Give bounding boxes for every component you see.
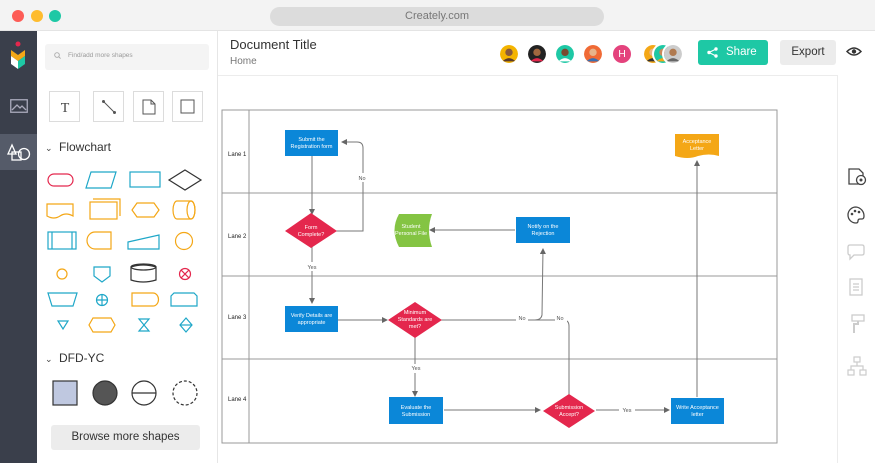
search-placeholder: Find/add more shapes — [68, 52, 133, 59]
svg-text:appropriate: appropriate — [298, 320, 326, 326]
node-minimum-standards[interactable]: Minimum Standards are met? — [388, 302, 442, 338]
dfd-shapes[interactable] — [52, 380, 198, 406]
comment-icon[interactable] — [846, 243, 866, 261]
node-student-personal-file[interactable]: Student Personal File — [394, 214, 433, 247]
edge-label-yes: Yes — [623, 408, 632, 414]
lane-2-label: Lane 2 — [228, 234, 247, 240]
close-window-button[interactable] — [12, 10, 24, 22]
document-title[interactable]: Document Title — [230, 37, 317, 52]
palette-icon[interactable] — [846, 205, 866, 225]
right-toolbar — [837, 75, 875, 463]
svg-text:Minimum: Minimum — [404, 310, 427, 316]
share-label: Share — [726, 46, 757, 58]
format-paint-icon[interactable] — [846, 313, 866, 335]
text-icon: T — [60, 101, 69, 114]
svg-text:Registration form: Registration form — [291, 144, 333, 150]
flowchart-section-header[interactable]: ⌄ Flowchart — [45, 140, 111, 154]
rectangle-tool[interactable] — [172, 91, 203, 122]
address-bar[interactable]: Creately.com — [270, 7, 604, 26]
collaborator-avatar[interactable] — [582, 43, 604, 65]
svg-text:Verify Details are: Verify Details are — [291, 313, 333, 319]
export-button[interactable]: Export — [780, 40, 836, 65]
eye-icon[interactable] — [846, 46, 862, 57]
chevron-down-icon: ⌄ — [45, 354, 53, 364]
svg-text:Standards are: Standards are — [398, 317, 433, 323]
svg-text:Submission: Submission — [555, 405, 583, 411]
lane-1-label: Lane 1 — [228, 152, 247, 158]
share-button[interactable]: Share — [698, 40, 768, 65]
connector-tool[interactable] — [93, 91, 124, 122]
node-acceptance-letter[interactable]: Acceptance Letter — [675, 134, 719, 158]
flowchart-shapes[interactable] — [46, 169, 203, 333]
swimlane-diagram[interactable]: Lane 1 Lane 2 Lane 3 Lane 4 N — [218, 76, 837, 463]
edge-label-no: No — [518, 316, 525, 322]
document-tool[interactable] — [133, 91, 164, 122]
node-evaluate-submission[interactable]: Evaluate the Submission — [389, 397, 443, 424]
org-chart-icon[interactable] — [846, 355, 868, 377]
svg-text:Accept?: Accept? — [559, 412, 579, 418]
lane-4-label: Lane 4 — [228, 397, 247, 403]
text-tool[interactable]: T — [49, 91, 80, 122]
breadcrumb[interactable]: Home — [230, 56, 257, 67]
collaborator-avatar[interactable] — [526, 43, 548, 65]
edge-label-no: No — [556, 316, 563, 322]
svg-text:Rejection: Rejection — [532, 231, 555, 237]
edge-label-yes: Yes — [308, 265, 317, 271]
flowchart-section-label: Flowchart — [59, 140, 112, 154]
creately-logo — [11, 41, 25, 69]
left-rail — [0, 31, 37, 463]
edge-label-no: No — [358, 176, 365, 182]
minimize-window-button[interactable] — [31, 10, 43, 22]
node-write-acceptance-letter[interactable]: Write Acceptance letter — [671, 398, 724, 424]
svg-text:Acceptance: Acceptance — [683, 139, 712, 145]
lane-3-label: Lane 3 — [228, 315, 247, 321]
shape-settings-icon[interactable] — [846, 165, 868, 187]
svg-text:Notify on the: Notify on the — [528, 224, 559, 230]
dfd-section-header[interactable]: ⌄ DFD-YC — [45, 351, 104, 365]
svg-text:Evaluate the: Evaluate the — [401, 405, 432, 411]
maximize-window-button[interactable] — [49, 10, 61, 22]
shape-search-input[interactable]: Find/add more shapes — [45, 44, 209, 70]
line-icon — [101, 99, 116, 114]
diagram-canvas[interactable]: Lane 1 Lane 2 Lane 3 Lane 4 N — [218, 75, 837, 463]
document-header: Document Title Home H Share Export — [218, 31, 875, 75]
diagram-connectors — [309, 139, 700, 413]
svg-text:Complete?: Complete? — [298, 232, 325, 238]
svg-text:Write Acceptance: Write Acceptance — [676, 405, 719, 411]
node-submit-registration[interactable]: Submit the Registration form — [285, 130, 338, 156]
svg-text:T: T — [60, 101, 69, 114]
svg-text:Form: Form — [305, 225, 318, 231]
image-icon[interactable] — [0, 88, 37, 124]
browse-more-shapes-button[interactable]: Browse more shapes — [51, 425, 200, 450]
square-icon — [180, 99, 195, 114]
svg-text:letter: letter — [691, 412, 703, 418]
edge-label-yes: Yes — [412, 366, 421, 372]
svg-text:Submission: Submission — [402, 412, 430, 418]
svg-text:met?: met? — [409, 324, 421, 330]
chevron-down-icon: ⌄ — [45, 143, 53, 153]
shape-panel: Find/add more shapes T ⌄ Flowchart — [37, 31, 218, 463]
svg-text:Personal File: Personal File — [395, 231, 427, 237]
svg-text:Letter: Letter — [690, 146, 704, 152]
dfd-section-label: DFD-YC — [59, 351, 105, 365]
svg-text:Student: Student — [402, 224, 421, 230]
share-icon — [707, 47, 718, 58]
collaborator-avatar[interactable] — [554, 43, 576, 65]
search-icon — [54, 52, 61, 59]
node-submission-accept[interactable]: Submission Accept? — [543, 394, 595, 428]
shapes-icon[interactable] — [0, 134, 37, 170]
node-verify-details[interactable]: Verify Details are appropriate — [285, 306, 338, 332]
browser-titlebar: Creately.com — [0, 0, 875, 31]
collaborator-avatar[interactable] — [662, 43, 684, 65]
node-notify-rejection[interactable]: Notify on the Rejection — [516, 217, 570, 243]
notes-icon[interactable] — [846, 277, 866, 297]
collaborator-avatar[interactable] — [498, 43, 520, 65]
flowchart-shape-library — [46, 169, 203, 406]
svg-text:Submit the: Submit the — [298, 137, 324, 143]
collaborator-avatar-initial[interactable]: H — [611, 43, 633, 65]
page-icon — [142, 99, 155, 114]
node-form-complete[interactable]: Form Complete? — [285, 213, 337, 248]
